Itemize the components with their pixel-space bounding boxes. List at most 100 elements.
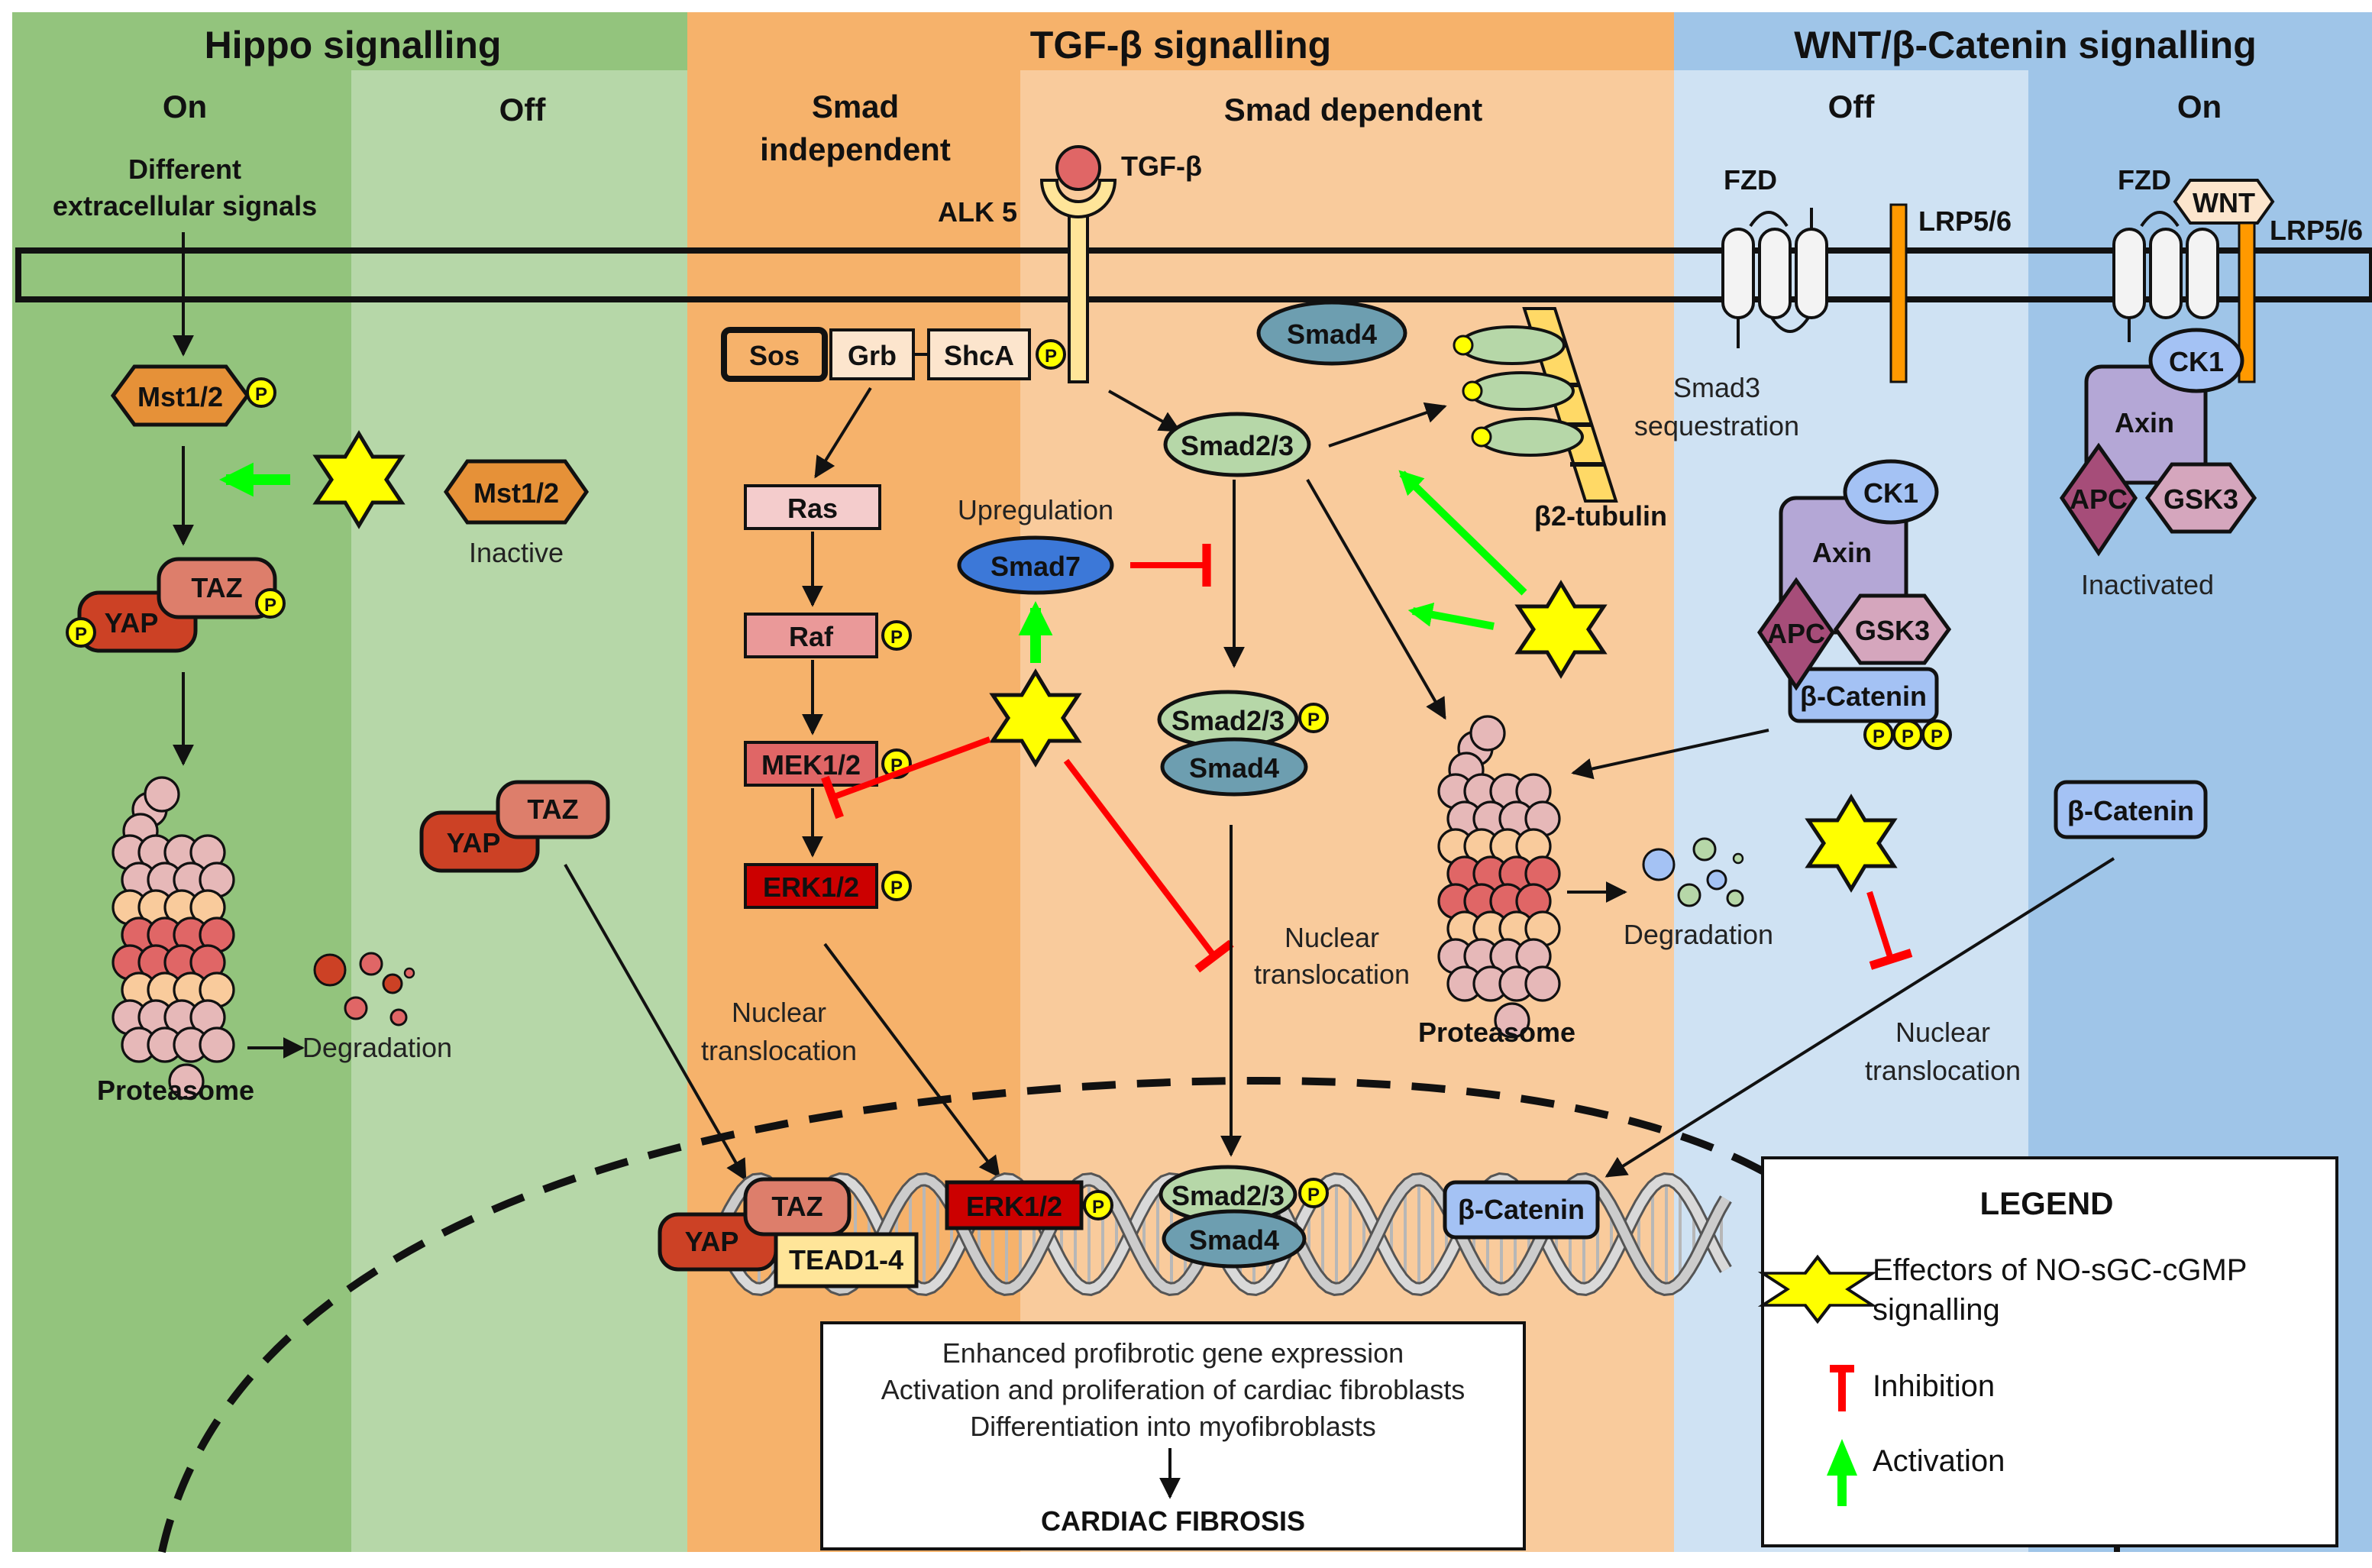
phospho-icon <box>1298 1178 1329 1208</box>
extracellular-signals-line2: extracellular signals <box>53 190 317 221</box>
mek-label: MEK1/2 <box>761 749 861 781</box>
ck1-node <box>1843 459 1939 525</box>
sos-node <box>721 327 828 382</box>
bcat-nuclear-arrow <box>1604 857 2115 1178</box>
hippo-off-label: Off <box>499 92 547 128</box>
phospho-icon <box>1083 1190 1113 1220</box>
taz-label: TAZ <box>527 794 578 825</box>
grb-node <box>829 328 915 380</box>
tgf-dependent-label: Smad dependent <box>1224 92 1482 128</box>
fzd-off-receptor <box>1721 208 1828 348</box>
taz-label: TAZ <box>191 572 242 603</box>
raf-node <box>744 613 878 658</box>
svg-text:P: P <box>1873 726 1885 747</box>
yap-taz-phospho-complex: YAP TAZ P P <box>66 557 286 653</box>
erk-label: ERK1/2 <box>763 871 859 903</box>
proteasome-subunit <box>1494 1002 1530 1039</box>
mst12-inactive-node: Mst1/2 <box>443 459 590 525</box>
cardiac-fibrosis-label: CARDIAC FIBROSIS <box>1041 1505 1305 1537</box>
smad3-sequestration-label-1: Smad3 <box>1673 372 1760 403</box>
wnt-title: WNT/β-Catenin signalling <box>1794 24 2257 66</box>
erk-nuclear-label-1: Nuclear <box>732 997 826 1028</box>
wnt-ligand-node: WNT <box>2173 179 2275 225</box>
wnt-header-band <box>1674 12 2028 70</box>
legend-activation-icon <box>1827 1439 1857 1506</box>
smad23-proteasome-arrow <box>1306 479 1446 720</box>
alk5-label: ALK 5 <box>938 196 1017 228</box>
axin-label: Axin <box>1812 537 1872 568</box>
phospho-icon <box>1298 703 1329 733</box>
taz-node <box>157 557 277 619</box>
nuclear-envelope <box>158 1076 1774 1553</box>
grb-to-ras-arrow <box>814 386 872 479</box>
erk-node <box>744 863 878 909</box>
raf-label: Raf <box>789 621 834 652</box>
gsk3-label: GSK3 <box>1855 615 1930 646</box>
lrp-off-label: LRP5/6 <box>1918 205 2012 237</box>
degradation-fragments-hippo <box>313 952 415 1026</box>
activation-arrow-smad-proteasome <box>1407 603 1495 630</box>
erk-nuclear-label-2: translocation <box>701 1035 857 1066</box>
tgf-independent-label-1: Smad <box>812 89 899 124</box>
nuclear-smad-complex: Smad2/3 P Smad4 <box>1159 1165 1329 1269</box>
proteasome-subunit <box>199 1026 235 1063</box>
smad7-node: Smad7 <box>957 535 1114 595</box>
legend-title: LEGEND <box>1979 1185 2113 1221</box>
inactive-label: Inactive <box>469 537 564 568</box>
lrp-on-receptor <box>2238 221 2256 383</box>
tgf-independent-label-2: independent <box>760 131 951 167</box>
tubulin-label: β2-tubulin <box>1534 500 1667 532</box>
smad4-label: Smad4 <box>1189 1224 1279 1256</box>
erk-node <box>945 1180 1084 1230</box>
legend-effector-line-2: signalling <box>1873 1293 2000 1327</box>
proteasome-icon-hippo <box>111 776 235 1100</box>
degradation-fragments-tgf <box>1642 837 1744 907</box>
mek-erk-inhibition <box>821 736 991 820</box>
ck1-label: CK1 <box>2169 346 2224 377</box>
smad23-label: Smad2/3 <box>1181 430 1294 461</box>
erk-label: ERK1/2 <box>966 1191 1062 1222</box>
phospho-label: P <box>890 878 903 898</box>
inactivated-complex: Axin CK1 GSK3 APC <box>2059 328 2257 557</box>
grb-label: Grb <box>848 340 897 371</box>
tgf-beta-ligand-icon <box>1055 145 1101 191</box>
legend-activation-label: Activation <box>1873 1444 2005 1478</box>
apc-label: APC <box>1767 618 1825 649</box>
ras-label: Ras <box>787 493 838 524</box>
gsk3-node <box>2144 462 2257 534</box>
tead-node <box>774 1232 919 1288</box>
phospho-label: P <box>255 384 267 405</box>
cell-membrane <box>15 247 2372 302</box>
legend-inhibition-icon <box>1830 1365 1854 1411</box>
phospho-label: P <box>1307 1185 1320 1205</box>
legend-box: LEGEND Effectors of NO-sGC-cGMP signalli… <box>1757 1156 2338 1547</box>
svg-text:P: P <box>1931 726 1943 747</box>
activation-arrow-tubulin <box>1398 470 1527 596</box>
tgf-beta-label: TGF-β <box>1121 150 1202 182</box>
tgf-degradation-label: Degradation <box>1624 919 1773 950</box>
lrp-off-receptor <box>1889 203 1908 383</box>
phospho-label: P <box>1092 1197 1104 1217</box>
inactivated-label: Inactivated <box>2081 569 2214 600</box>
phospho-icon <box>246 377 276 408</box>
axin-node <box>2084 364 2208 485</box>
tgf-title: TGF-β signalling <box>1030 24 1331 66</box>
legend-effector-line-1: Effectors of NO-sGC-cGMP <box>1873 1253 2247 1287</box>
proteasome-subunit <box>144 776 180 813</box>
smad23-smad4-complex: Smad2/3 P Smad4 <box>1157 690 1329 797</box>
phospho-icon <box>1036 339 1066 370</box>
gsk3-node <box>1833 593 1952 665</box>
legend-star-icon <box>1757 1254 1878 1324</box>
tead-label: TEAD1-4 <box>789 1244 903 1275</box>
hippo-on-label: On <box>163 89 207 124</box>
nuclear-beta-catenin: β-Catenin <box>1443 1180 1600 1240</box>
lrp-on-label: LRP5/6 <box>2270 215 2363 246</box>
alk5-receptor <box>1039 145 1117 383</box>
outcome-line-2: Activation and proliferation of cardiac … <box>881 1374 1465 1405</box>
yap-label: YAP <box>685 1226 739 1257</box>
smad23-to-tubulin-arrow <box>1328 402 1447 448</box>
sos-grb-shca-complex: Sos Grb ShcA P <box>721 327 1066 382</box>
mst12-active-label: Mst1/2 <box>137 381 223 412</box>
taz-node <box>496 780 610 839</box>
